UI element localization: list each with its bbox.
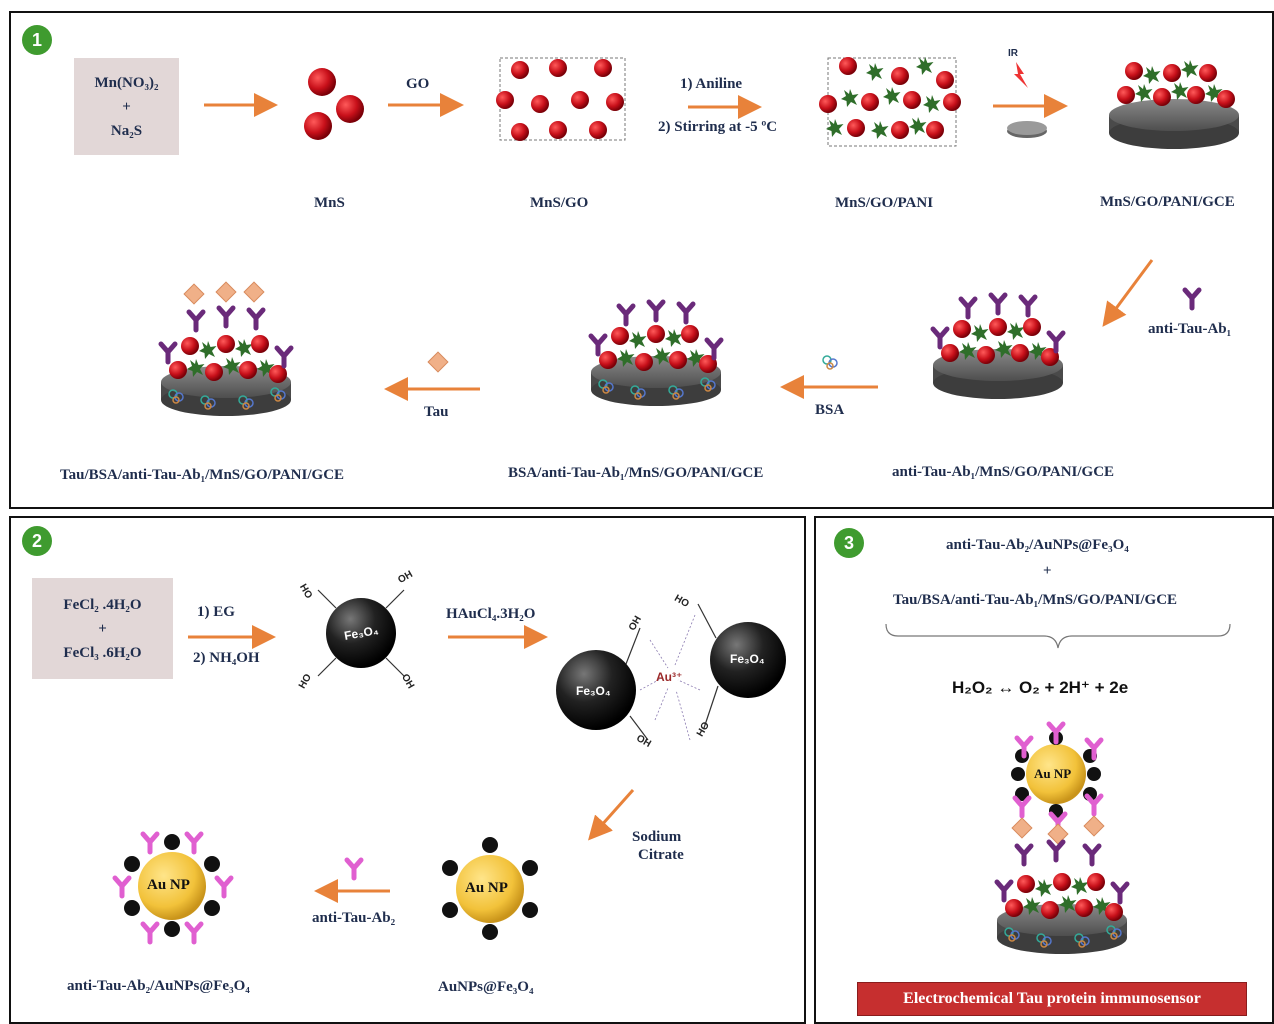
reagent-fe-plus: + xyxy=(98,620,107,637)
label-p3-plus: + xyxy=(1043,563,1052,579)
label-nh4oh: 2) NH₄OH xyxy=(193,650,260,666)
reagent-fe: FeCl₂ .4H₂O + FeCl₃ .6H₂O xyxy=(32,578,173,679)
ab2-aunps-fe3o4 xyxy=(115,834,231,942)
mns-go-sheet xyxy=(496,57,626,141)
label-aunps-fe3o4: AuNPs@Fe₃O₄ xyxy=(438,979,534,995)
reagent-mn: Mn(NO₃)₂ + Na₂S xyxy=(74,58,179,155)
label-bsa: BSA xyxy=(815,402,845,418)
label-citrate: Citrate xyxy=(638,847,684,863)
electrode-2 xyxy=(933,295,1063,399)
fe3o4-particle-1 xyxy=(326,598,396,668)
label-fe3o4-3: Fe₃O₄ xyxy=(730,652,765,666)
fe3o4-particle-2 xyxy=(556,650,636,730)
label-tau: Tau xyxy=(424,404,449,420)
label-aniline: 1) Aniline xyxy=(680,76,743,92)
reagent-mn-plus: + xyxy=(122,98,131,115)
arrow-10 xyxy=(588,789,635,841)
label-ir: IR xyxy=(1008,48,1018,59)
label-haucl4: HAuCl₄.3H₂O xyxy=(446,606,536,622)
label-eg: 1) EG xyxy=(197,604,235,620)
label-stirring: 2) Stirring at -5 ºC xyxy=(658,119,778,135)
reagent-fe-line2: FeCl₃ .6H₂O xyxy=(63,644,142,661)
label-mns: MnS xyxy=(314,195,345,211)
arrow-5 xyxy=(1102,259,1154,327)
label-fe3o4-2: Fe₃O₄ xyxy=(576,684,611,698)
label-p3-line2: Tau/BSA/anti-Tau-Ab₁/MnS/GO/PANI/GCE xyxy=(893,592,1178,608)
label-mns-go-pani-gce: MnS/GO/PANI/GCE xyxy=(1100,194,1235,210)
mns-go-pani xyxy=(819,57,961,147)
label-au-np-2: Au NP xyxy=(147,877,190,893)
result-banner: Electrochemical Tau protein immunosensor xyxy=(857,982,1247,1016)
label-ab2-aunps: anti-Tau-Ab₂/AuNPs@Fe₃O₄ xyxy=(67,978,250,994)
label-bsa-electrode: BSA/anti-Tau-Ab₁/MnS/GO/PANI/GCE xyxy=(508,465,764,481)
step-badge-3: 3 xyxy=(834,528,864,558)
equation: H₂O₂ ↔ O₂ + 2H⁺ + 2e xyxy=(952,678,1129,697)
label-anti-tau-ab2: anti-Tau-Ab₂ xyxy=(312,910,396,926)
reagent-mn-line1: Mn(NO₃)₂ xyxy=(94,74,159,91)
label-au3: Au³⁺ xyxy=(656,670,683,684)
label-mns-go: MnS/GO xyxy=(530,195,589,211)
electrode-3 xyxy=(591,302,721,406)
label-au-np-1: Au NP xyxy=(465,880,508,896)
label-go-step: GO xyxy=(406,76,430,92)
reagent-mn-line2: Na₂S xyxy=(110,122,143,139)
label-anti-ab1-electrode: anti-Tau-Ab₁/MnS/GO/PANI/GCE xyxy=(892,464,1115,480)
step-badge-2: 2 xyxy=(22,526,52,556)
label-p3-line1: anti-Tau-Ab₂/AuNPs@Fe₃O₄ xyxy=(946,537,1129,553)
reagent-fe-line1: FeCl₂ .4H₂O xyxy=(63,596,142,613)
step-badge-1: 1 xyxy=(22,25,52,55)
sandwich-top xyxy=(1011,724,1105,845)
label-anti-tau-ab1: anti-Tau-Ab₁ xyxy=(1148,321,1232,337)
electrode-1 xyxy=(1109,60,1239,149)
label-au-np-3: Au NP xyxy=(1034,766,1072,781)
label-mns-go-pani: MnS/GO/PANI xyxy=(835,195,934,211)
fe3o4-particle-3 xyxy=(710,622,786,698)
label-tau-electrode: Tau/BSA/anti-Tau-Ab₁/MnS/GO/PANI/GCE xyxy=(60,467,345,483)
aunps-fe3o4 xyxy=(442,837,538,940)
label-sodium: Sodium xyxy=(632,829,682,845)
electrode-4 xyxy=(161,281,291,416)
sandwich-electrode xyxy=(997,842,1127,954)
